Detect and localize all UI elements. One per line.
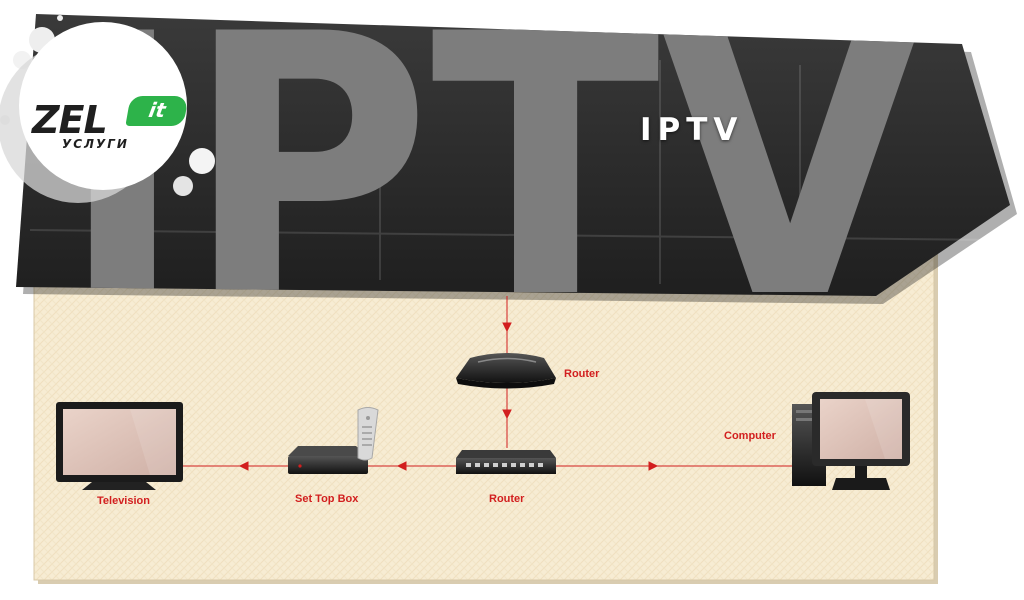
arrow-switch-computer: [648, 461, 659, 471]
wireless-router-icon: [456, 353, 556, 389]
header-banner: [16, 14, 1017, 304]
arrow-router-switch: [502, 409, 512, 420]
label-set-top-box: Set Top Box: [295, 493, 359, 505]
connectors: [182, 296, 792, 471]
desktop-computer-icon: [792, 392, 910, 490]
arrow-header-router: [502, 322, 512, 333]
diagram-panel: [33, 245, 938, 584]
label-computer: Computer: [724, 430, 776, 442]
arrow-stb-tv: [238, 461, 249, 471]
page-title: IPTV: [640, 112, 744, 148]
logo-subtitle: УСЛУГИ: [62, 137, 129, 151]
logo-badge: it: [125, 96, 189, 126]
set-top-box-icon: [288, 407, 379, 474]
network-switch-icon: [456, 450, 556, 474]
logo-brand-text: ZEL: [32, 98, 108, 142]
label-router-top: Router: [564, 368, 600, 380]
television-icon: [56, 402, 183, 490]
label-television: Television: [97, 495, 150, 507]
logo-bubbles: [0, 15, 215, 203]
arrow-switch-stb: [396, 461, 407, 471]
label-router-switch: Router: [489, 493, 525, 505]
remote-control-icon: [357, 407, 379, 461]
